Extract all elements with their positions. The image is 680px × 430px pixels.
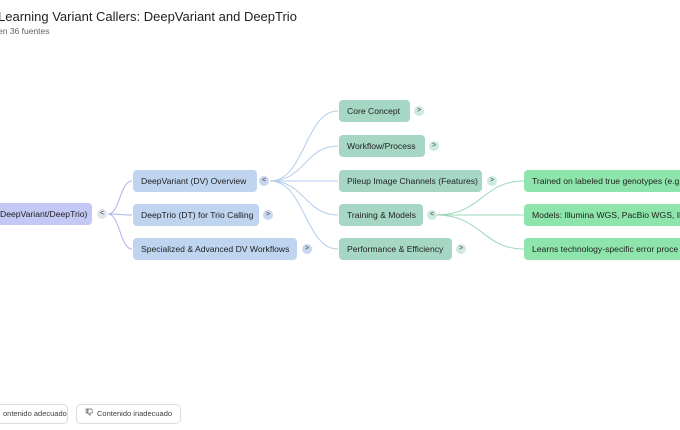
link-dv-workflow — [269, 145, 339, 182]
node-training-models[interactable]: Training & Models — [339, 204, 423, 226]
core-concept-toggle[interactable]: > — [414, 106, 424, 116]
link-root-adv — [107, 213, 133, 250]
node-advanced-workflows[interactable]: Specialized & Advanced DV Workflows — [133, 238, 297, 260]
node-deepvariant-overview[interactable]: DeepVariant (DV) Overview — [133, 170, 257, 192]
sources-count: en 36 fuentes — [0, 26, 50, 36]
workflow-toggle[interactable]: > — [429, 141, 439, 151]
link-root-dt — [107, 213, 133, 216]
link-root-dv — [107, 180, 133, 215]
link-train-labeled — [435, 180, 525, 216]
bad-content-label: Contenido inadecuado — [97, 409, 173, 418]
good-content-label: ontenido adecuado — [3, 409, 67, 418]
node-pileup-channels[interactable]: Pileup Image Channels (Features) — [339, 170, 482, 192]
pileup-toggle[interactable]: > — [487, 176, 497, 186]
bad-content-button[interactable]: Contenido inadecuado — [76, 404, 181, 424]
link-train-errors — [435, 214, 525, 250]
node-core-concept[interactable]: Core Concept — [339, 100, 410, 122]
node-workflow[interactable]: Workflow/Process — [339, 135, 425, 157]
thumbs-down-icon — [85, 405, 93, 423]
link-dv-core — [269, 110, 339, 182]
root-node[interactable]: DeepVariant/DeepTrio) — [0, 203, 92, 225]
node-deeptrio[interactable]: DeepTrio (DT) for Trio Calling — [133, 204, 259, 226]
advanced-workflows-toggle[interactable]: > — [302, 244, 312, 254]
node-error-profiles[interactable]: Learns technology-specific error proce — [524, 238, 680, 260]
node-performance[interactable]: Performance & Efficiency — [339, 238, 452, 260]
training-toggle[interactable]: < — [427, 210, 437, 220]
link-dv-perf — [269, 180, 339, 250]
good-content-button[interactable]: ontenido adecuado — [0, 404, 68, 424]
performance-toggle[interactable]: > — [456, 244, 466, 254]
root-collapse-toggle[interactable]: < — [97, 209, 107, 219]
node-models-list[interactable]: Models: Illumina WGS, PacBio WGS, Illu — [524, 204, 680, 226]
notebook-title: Learning Variant Callers: DeepVariant an… — [0, 9, 297, 24]
dv-overview-toggle[interactable]: < — [259, 176, 269, 186]
link-dv-training — [269, 180, 339, 216]
node-labeled-genotypes[interactable]: Trained on labeled true genotypes (e.g. — [524, 170, 680, 192]
deeptrio-toggle[interactable]: > — [263, 210, 273, 220]
